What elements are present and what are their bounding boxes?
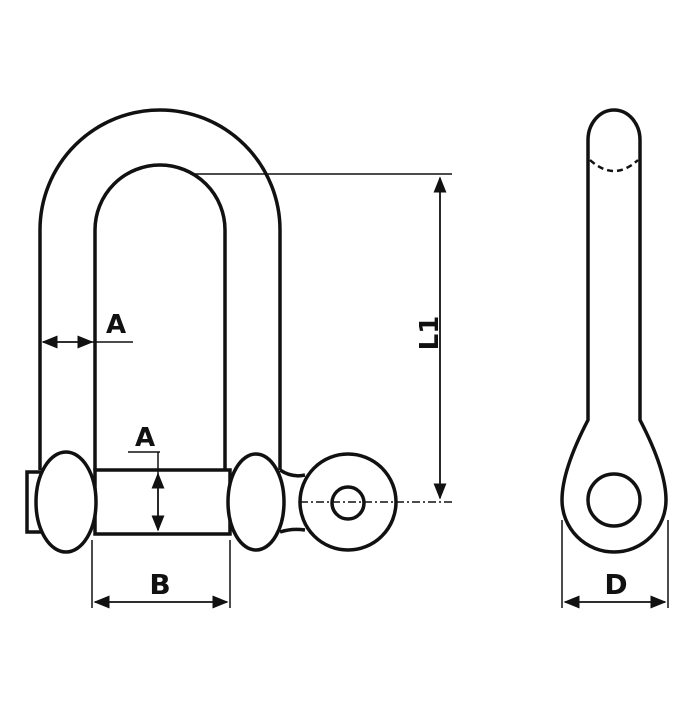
shackle-right-ear (226, 452, 286, 552)
dimension-b (91, 540, 231, 609)
dimension-a-vertical (128, 451, 165, 532)
side-view-top-hidden-edge (589, 159, 639, 173)
dimension-l1 (190, 173, 452, 503)
shackle-front-view (25, 108, 398, 554)
shackle-pin-shaft (93, 468, 232, 536)
shackle-left-ear (34, 450, 98, 554)
b-label: B (149, 568, 170, 601)
shackle-pin-eye-hole (330, 485, 366, 521)
side-view-body (560, 108, 668, 554)
a-vertical-label: A (135, 423, 155, 453)
shackle-pin-eye-neck (279, 468, 306, 534)
a-horizontal-label: A (106, 310, 126, 340)
l1-label: L1 (415, 316, 445, 351)
d-label: D (604, 568, 627, 601)
side-view-eye-hole (586, 472, 642, 528)
shackle-bow-outer (38, 108, 282, 470)
shackle-side-view (560, 108, 668, 554)
shackle-bow-inner (93, 163, 227, 470)
dimension-d (561, 520, 669, 609)
